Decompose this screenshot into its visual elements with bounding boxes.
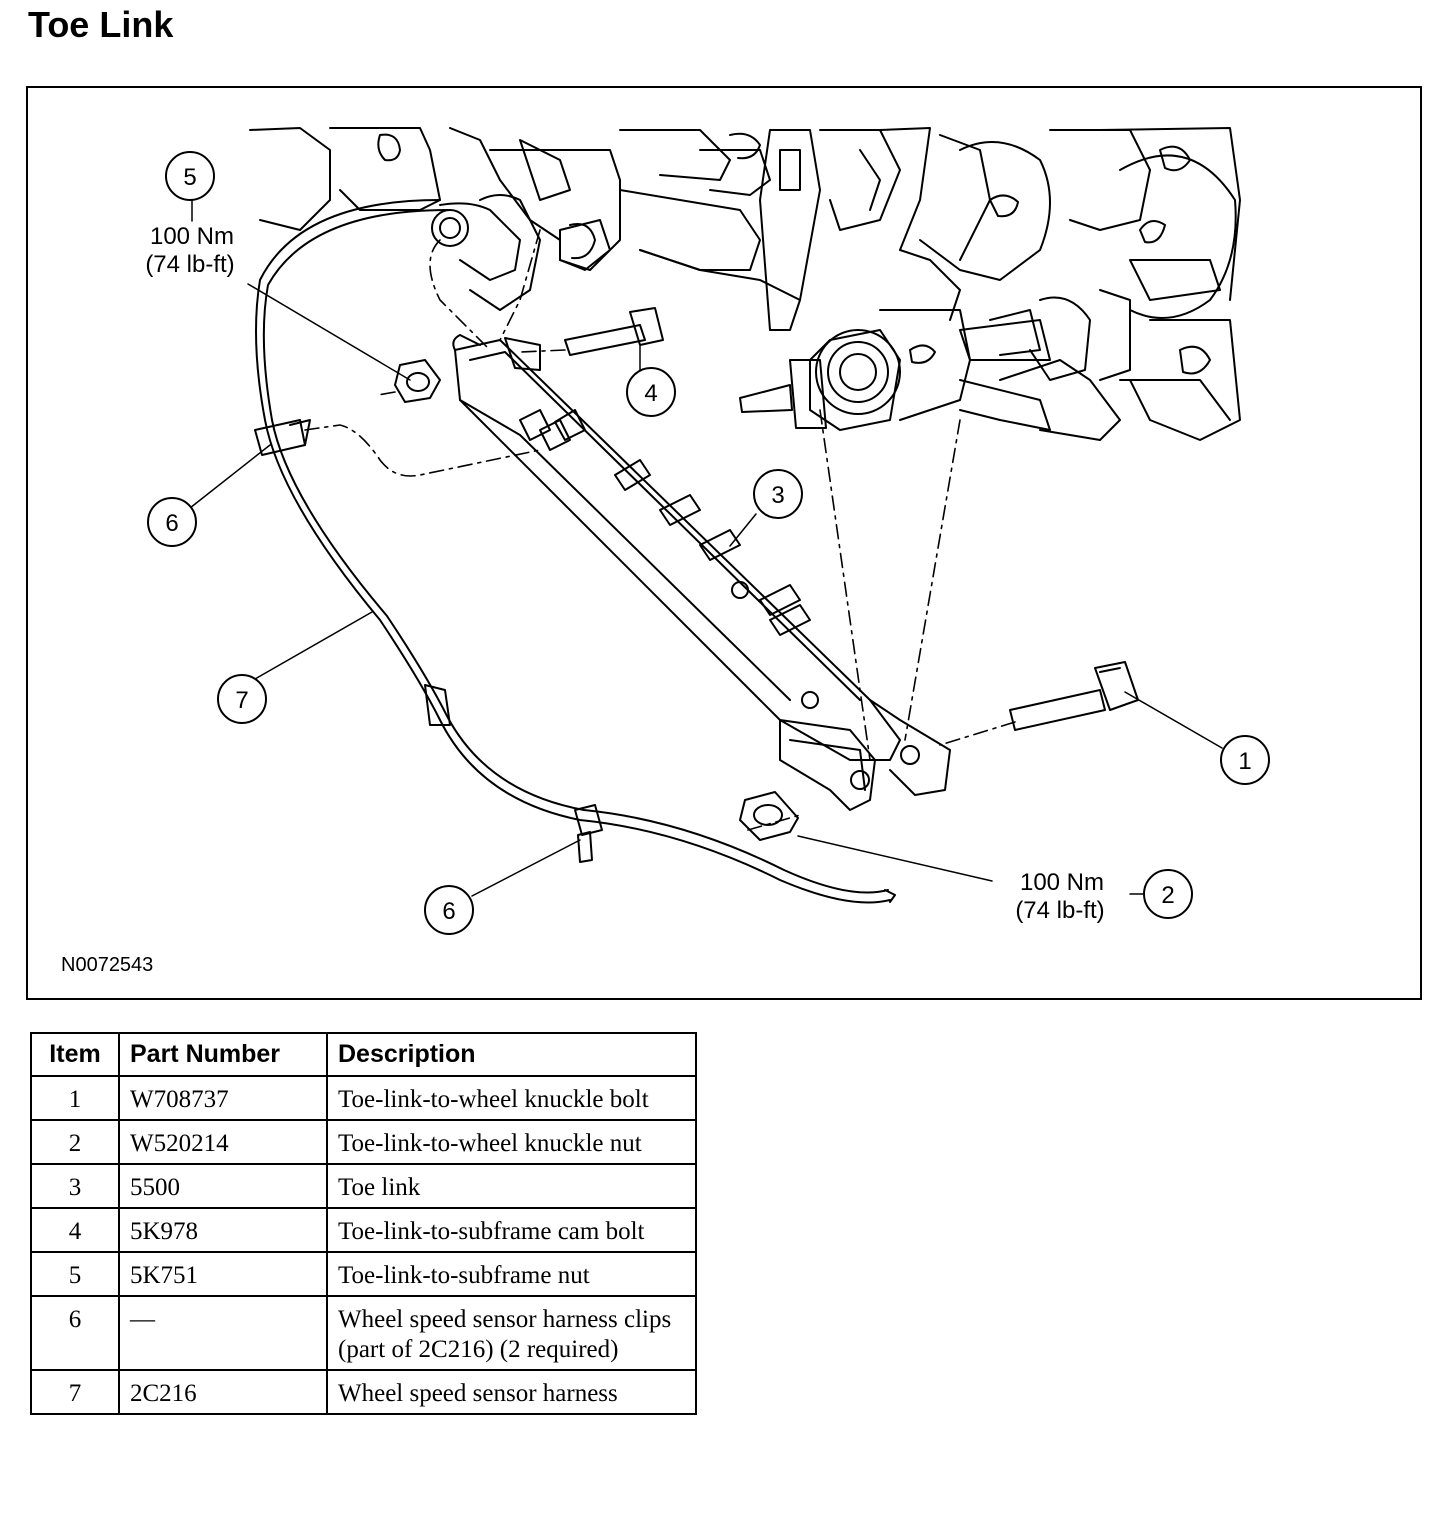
figure-frame [26,86,1422,1000]
cell-description: Wheel speed sensor harness clips (part o… [326,1295,697,1371]
subframe-bushing [431,202,596,281]
callout-2-torque-nm: 100 Nm [1020,869,1104,896]
bolt-4 [564,307,664,356]
nut-5 [394,359,441,403]
table-row: 7 2C216 Wheel speed sensor harness [30,1369,697,1415]
parts-table: Item Part Number Description 1 W708737 T… [30,1032,697,1415]
cell-part-number: 5K978 [118,1207,328,1253]
header-item: Item [30,1032,120,1077]
callout-5: 5 100 Nm (74 lb-ft) [145,151,235,278]
cell-item: 2 [30,1119,120,1165]
callout-1: 1 [1220,735,1270,785]
cell-part-number: — [118,1295,328,1371]
cell-item: 4 [30,1207,120,1253]
alignment-lines [304,229,1016,831]
cell-item: 1 [30,1075,120,1121]
sensor-harness [254,199,896,904]
callout-3-number: 3 [771,482,784,509]
cell-description: Toe link [326,1163,697,1209]
cell-part-number: W708737 [118,1075,328,1121]
header-part-number: Part Number [118,1032,328,1077]
callout-4: 4 [626,367,676,417]
page-title: Toe Link [28,4,174,45]
table-row: 5 5K751 Toe-link-to-subframe nut [30,1251,697,1297]
nut-2 [739,791,799,841]
callout-2: 2 100 Nm (74 lb-ft) [1015,869,1193,924]
callout-2-torque-lbft: (74 lb-ft) [1015,897,1104,924]
callout-7-number: 7 [235,687,248,714]
table-row: 2 W520214 Toe-link-to-wheel knuckle nut [30,1119,697,1165]
table-row: 4 5K978 Toe-link-to-subframe cam bolt [30,1207,697,1253]
figure-id: N0072543 [61,954,153,976]
knuckle-bushing [739,329,901,431]
cell-item: 6 [30,1295,120,1371]
cell-description: Toe-link-to-subframe nut [326,1251,697,1297]
callout-3: 3 [753,469,803,519]
header-description: Description [326,1032,697,1077]
callout-1-number: 1 [1238,748,1251,775]
callout-6-upper-number: 6 [165,510,178,537]
cell-item: 7 [30,1369,120,1415]
toe-link-diagram: 1 2 100 Nm (74 lb-ft) 3 4 5 100 Nm (74 l… [61,127,1270,976]
table-row: 6 — Wheel speed sensor harness clips (pa… [30,1295,697,1371]
callout-6-lower: 6 [424,885,474,935]
table-header-row: Item Part Number Description [30,1032,697,1077]
callout-2-number: 2 [1161,882,1174,909]
leader-lines [189,195,1223,897]
callout-5-torque-nm: 100 Nm [150,223,234,250]
callout-5-torque-lbft: (74 lb-ft) [145,251,234,278]
cell-description: Toe-link-to-wheel knuckle bolt [326,1075,697,1121]
cell-description: Wheel speed sensor harness [326,1369,697,1415]
cell-description: Toe-link-to-wheel knuckle nut [326,1119,697,1165]
callout-6-upper: 6 [147,497,197,547]
cell-item: 5 [30,1251,120,1297]
cell-description: Toe-link-to-subframe cam bolt [326,1207,697,1253]
subframe-background [249,127,1241,441]
callout-5-number: 5 [183,164,196,191]
cell-part-number: 5K751 [118,1251,328,1297]
table-row: 3 5500 Toe link [30,1163,697,1209]
callout-7: 7 [217,674,267,724]
callout-4-number: 4 [644,380,657,407]
cell-part-number: W520214 [118,1119,328,1165]
cell-part-number: 5500 [118,1163,328,1209]
toe-link-part [452,334,951,811]
cell-part-number: 2C216 [118,1369,328,1415]
table-row: 1 W708737 Toe-link-to-wheel knuckle bolt [30,1075,697,1121]
callout-6-lower-number: 6 [442,898,455,925]
bolt-1 [1009,661,1139,731]
cell-item: 3 [30,1163,120,1209]
